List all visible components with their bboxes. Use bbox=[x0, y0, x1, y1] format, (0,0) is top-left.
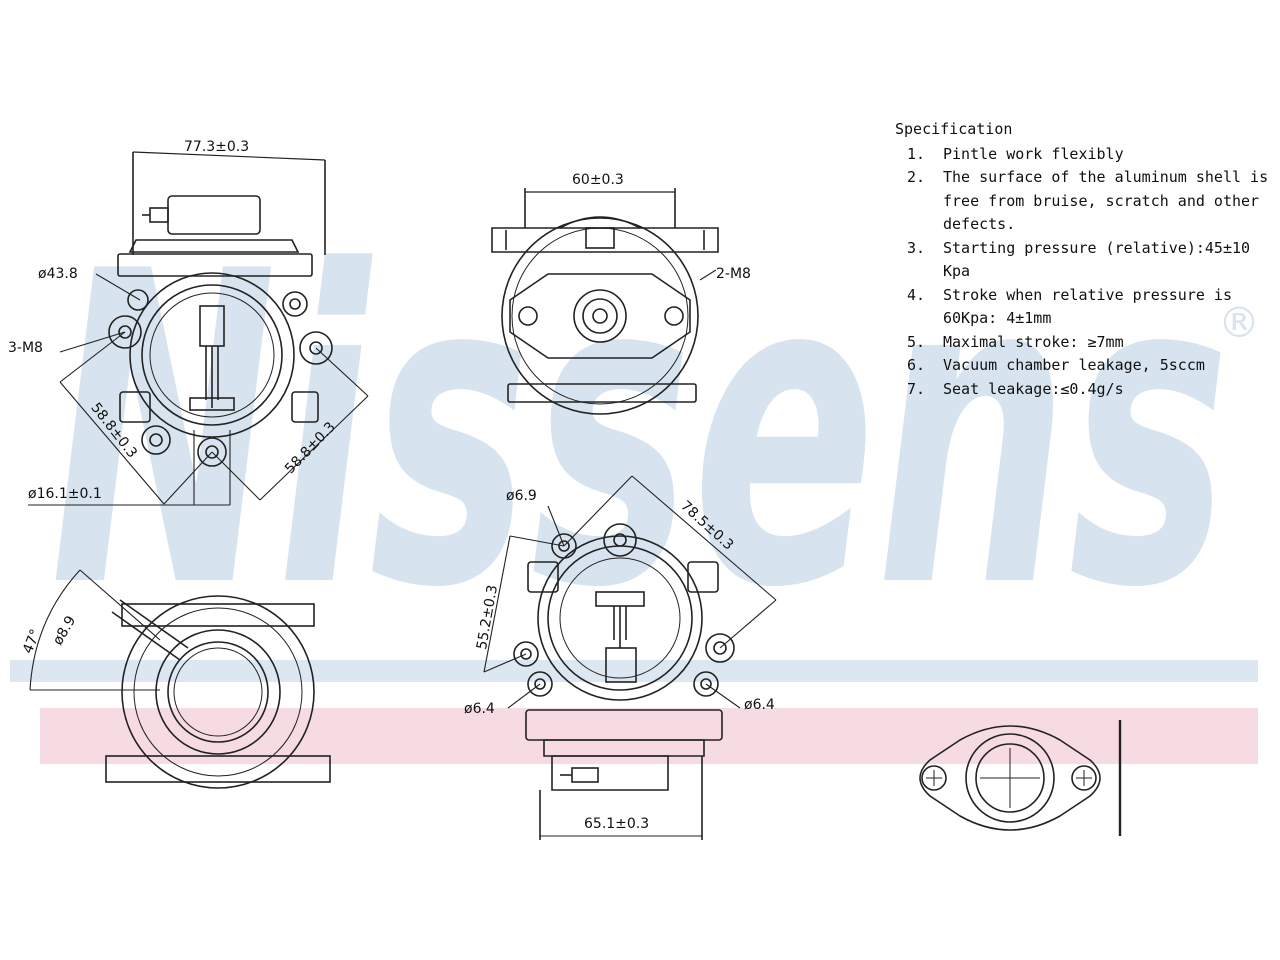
spec-item: 6. Vacuum chamber leakage, 5sccm bbox=[895, 354, 1275, 378]
spec-item: 1. Pintle work flexibly bbox=[895, 143, 1275, 167]
spec-item: 5. Maximal stroke: ≥7mm bbox=[895, 331, 1275, 355]
spec-item-number: 1. bbox=[907, 144, 926, 163]
spec-item-number: 2. bbox=[907, 168, 926, 186]
spec-item-number: 7. bbox=[907, 379, 926, 398]
spec-item-text: Maximal stroke: ≥7mm bbox=[943, 332, 1124, 351]
dim-top-left-width: 77.3±0.3 bbox=[184, 139, 250, 155]
spec-item: 4. Stroke when relative pressure is 60Kpa… bbox=[895, 284, 1275, 331]
brand-watermark: Nissens bbox=[50, 182, 1230, 670]
dim-top-middle-width: 60±0.3 bbox=[572, 172, 624, 188]
specification-title: Specification bbox=[895, 120, 1013, 138]
view-gasket bbox=[919, 720, 1122, 836]
dim-bottom-middle-hole-right: ø6.4 bbox=[744, 697, 775, 713]
spec-item-number: 4. bbox=[907, 285, 926, 304]
dim-top-left-bolts: 3-M8 bbox=[8, 340, 43, 356]
brand-watermark-text: Nissens bbox=[50, 182, 1230, 670]
view-bottom-middle bbox=[483, 475, 777, 840]
spec-item: 3. Starting pressure (relative):45±10 Kpa bbox=[895, 237, 1275, 284]
view-top-left bbox=[28, 151, 369, 506]
spec-item-text: Stroke when relative pressure is 60Kpa: … bbox=[943, 285, 1232, 328]
spec-item-number: 6. bbox=[907, 356, 926, 374]
specification-block: Specification 1. Pintle work flexibly 2. T… bbox=[895, 118, 1275, 401]
dim-bottom-middle-hole-top: ø6.9 bbox=[506, 488, 537, 504]
specification-list: 1. Pintle work flexibly 2. The surface of … bbox=[895, 143, 1275, 402]
spec-item-number: 3. bbox=[907, 238, 926, 257]
spec-item-text: Seat leakage:≤0.4g/s bbox=[943, 379, 1124, 398]
view-top-middle bbox=[491, 188, 719, 415]
dim-top-middle-bolts: 2-M8 bbox=[716, 266, 751, 282]
spec-item-text: Pintle work flexibly bbox=[943, 144, 1124, 163]
dim-bottom-middle-hole-left: ø6.4 bbox=[464, 701, 495, 717]
spec-item-text: Starting pressure (relative):45±10 Kpa bbox=[943, 238, 1251, 281]
spec-item-number: 5. bbox=[907, 332, 926, 351]
dim-bottom-middle-width: 65.1±0.3 bbox=[584, 816, 650, 832]
watermark-band-blue bbox=[10, 660, 1258, 682]
registered-mark: ® bbox=[1218, 298, 1260, 347]
view-bottom-left bbox=[29, 569, 331, 789]
dim-top-left-bore: ø43.8 bbox=[38, 266, 78, 282]
spec-item-text: The surface of the aluminum shell is fre… bbox=[943, 168, 1269, 233]
spec-item-text: Vacuum chamber leakage, 5sccm bbox=[943, 356, 1205, 374]
dim-top-left-pintle: ø16.1±0.1 bbox=[28, 486, 102, 502]
spec-item: 2. The surface of the aluminum shell is f… bbox=[895, 166, 1275, 237]
spec-item: 7. Seat leakage:≤0.4g/s bbox=[895, 378, 1275, 402]
